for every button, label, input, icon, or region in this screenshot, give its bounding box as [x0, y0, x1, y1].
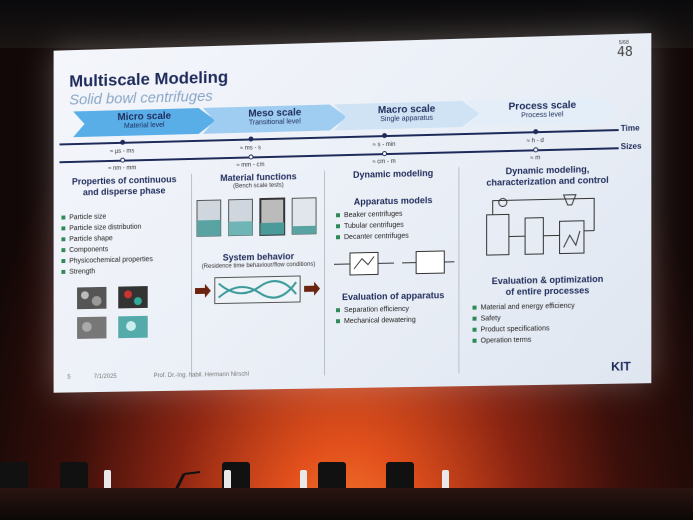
list-item: Strength [61, 264, 187, 278]
scale-meso: Meso scale Transitional level [203, 104, 347, 134]
macro-heading: Dynamic modeling [352, 167, 434, 180]
size-marker [248, 154, 254, 160]
micro-property-list: Particle size Particle size distribution… [61, 210, 187, 278]
water-bottle [442, 470, 449, 492]
process-evaluation-list: Material and energy efficiency Safety Pr… [473, 300, 633, 347]
time-tick: ≈ µs - ms [110, 148, 135, 156]
kit-logo: KIT [611, 359, 631, 374]
column-divider [191, 173, 193, 378]
water-bottle [224, 470, 231, 492]
column-divider [324, 170, 326, 376]
scale-micro: Micro scale Material level [73, 108, 216, 138]
sizes-axis-label: Sizes [620, 141, 642, 152]
footer-page: 5 [67, 374, 71, 381]
time-marker [120, 139, 126, 145]
block-diagram [334, 247, 456, 280]
size-marker [533, 147, 539, 153]
time-axis-label: Time [620, 123, 640, 134]
bench-test-illustration [195, 194, 317, 241]
evaluation-apparatus-heading: Evaluation of apparatus [341, 290, 445, 303]
size-tick: ≈ cm - m [372, 158, 396, 166]
slide-footer: 5 7/1/2025 Prof. Dr.-Ing. habil. Hermann… [67, 372, 249, 381]
particle-images [77, 286, 148, 339]
time-marker [248, 136, 254, 142]
scale-macro: Macro scale Single apparatus [334, 100, 480, 130]
projected-slide: 5/68 48 Multiscale Modeling Solid bowl c… [53, 33, 652, 393]
list-item: Decanter centrifuges [336, 230, 456, 244]
macro-column: Dynamic modeling Apparatus models Beaker… [330, 167, 456, 327]
meso-subheading-2: (Residence time behaviour/flow condition… [201, 261, 316, 271]
size-marker [120, 157, 126, 163]
process-column: Dynamic modeling, characterization and c… [462, 163, 632, 347]
water-bottle [104, 470, 111, 492]
size-tick: ≈ nm - mm [108, 165, 137, 172]
meso-column: Material functions (Bench scale tests) S… [195, 171, 322, 313]
list-item: Mechanical dewatering [336, 314, 456, 327]
stage-table [0, 488, 693, 520]
process-flowsheet [462, 189, 632, 263]
time-tick: ≈ h - d [526, 138, 544, 145]
list-item: Operation terms [473, 333, 633, 347]
slide-subtitle: Solid bowl centrifuges [69, 87, 213, 109]
slide-number: 48 [616, 44, 633, 61]
process-evaluation-heading: of entire processes [505, 285, 590, 297]
footer-author: Prof. Dr.-Ing. habil. Hermann Nirschl [153, 371, 249, 380]
time-marker [382, 133, 388, 139]
time-tick: ≈ s - min [372, 141, 396, 149]
water-bottle [300, 470, 307, 492]
scale-process: Process scale Process level [466, 97, 618, 127]
apparatus-model-list: Beaker centrifuges Tubular centrifuges D… [336, 208, 456, 244]
micro-column: Properties of continuous and disperse ph… [61, 174, 187, 348]
size-tick: ≈ m [530, 155, 541, 162]
flow-illustration [195, 272, 321, 308]
time-tick: ≈ ms - s [239, 145, 261, 152]
size-tick: ≈ mm - cm [236, 162, 265, 169]
apparatus-models-heading: Apparatus models [353, 195, 433, 207]
evaluation-apparatus-list: Separation efficiency Mechanical dewater… [336, 303, 456, 327]
time-marker [533, 129, 539, 135]
footer-date: 7/1/2025 [93, 373, 117, 381]
size-marker [382, 151, 388, 157]
column-divider [458, 167, 460, 374]
